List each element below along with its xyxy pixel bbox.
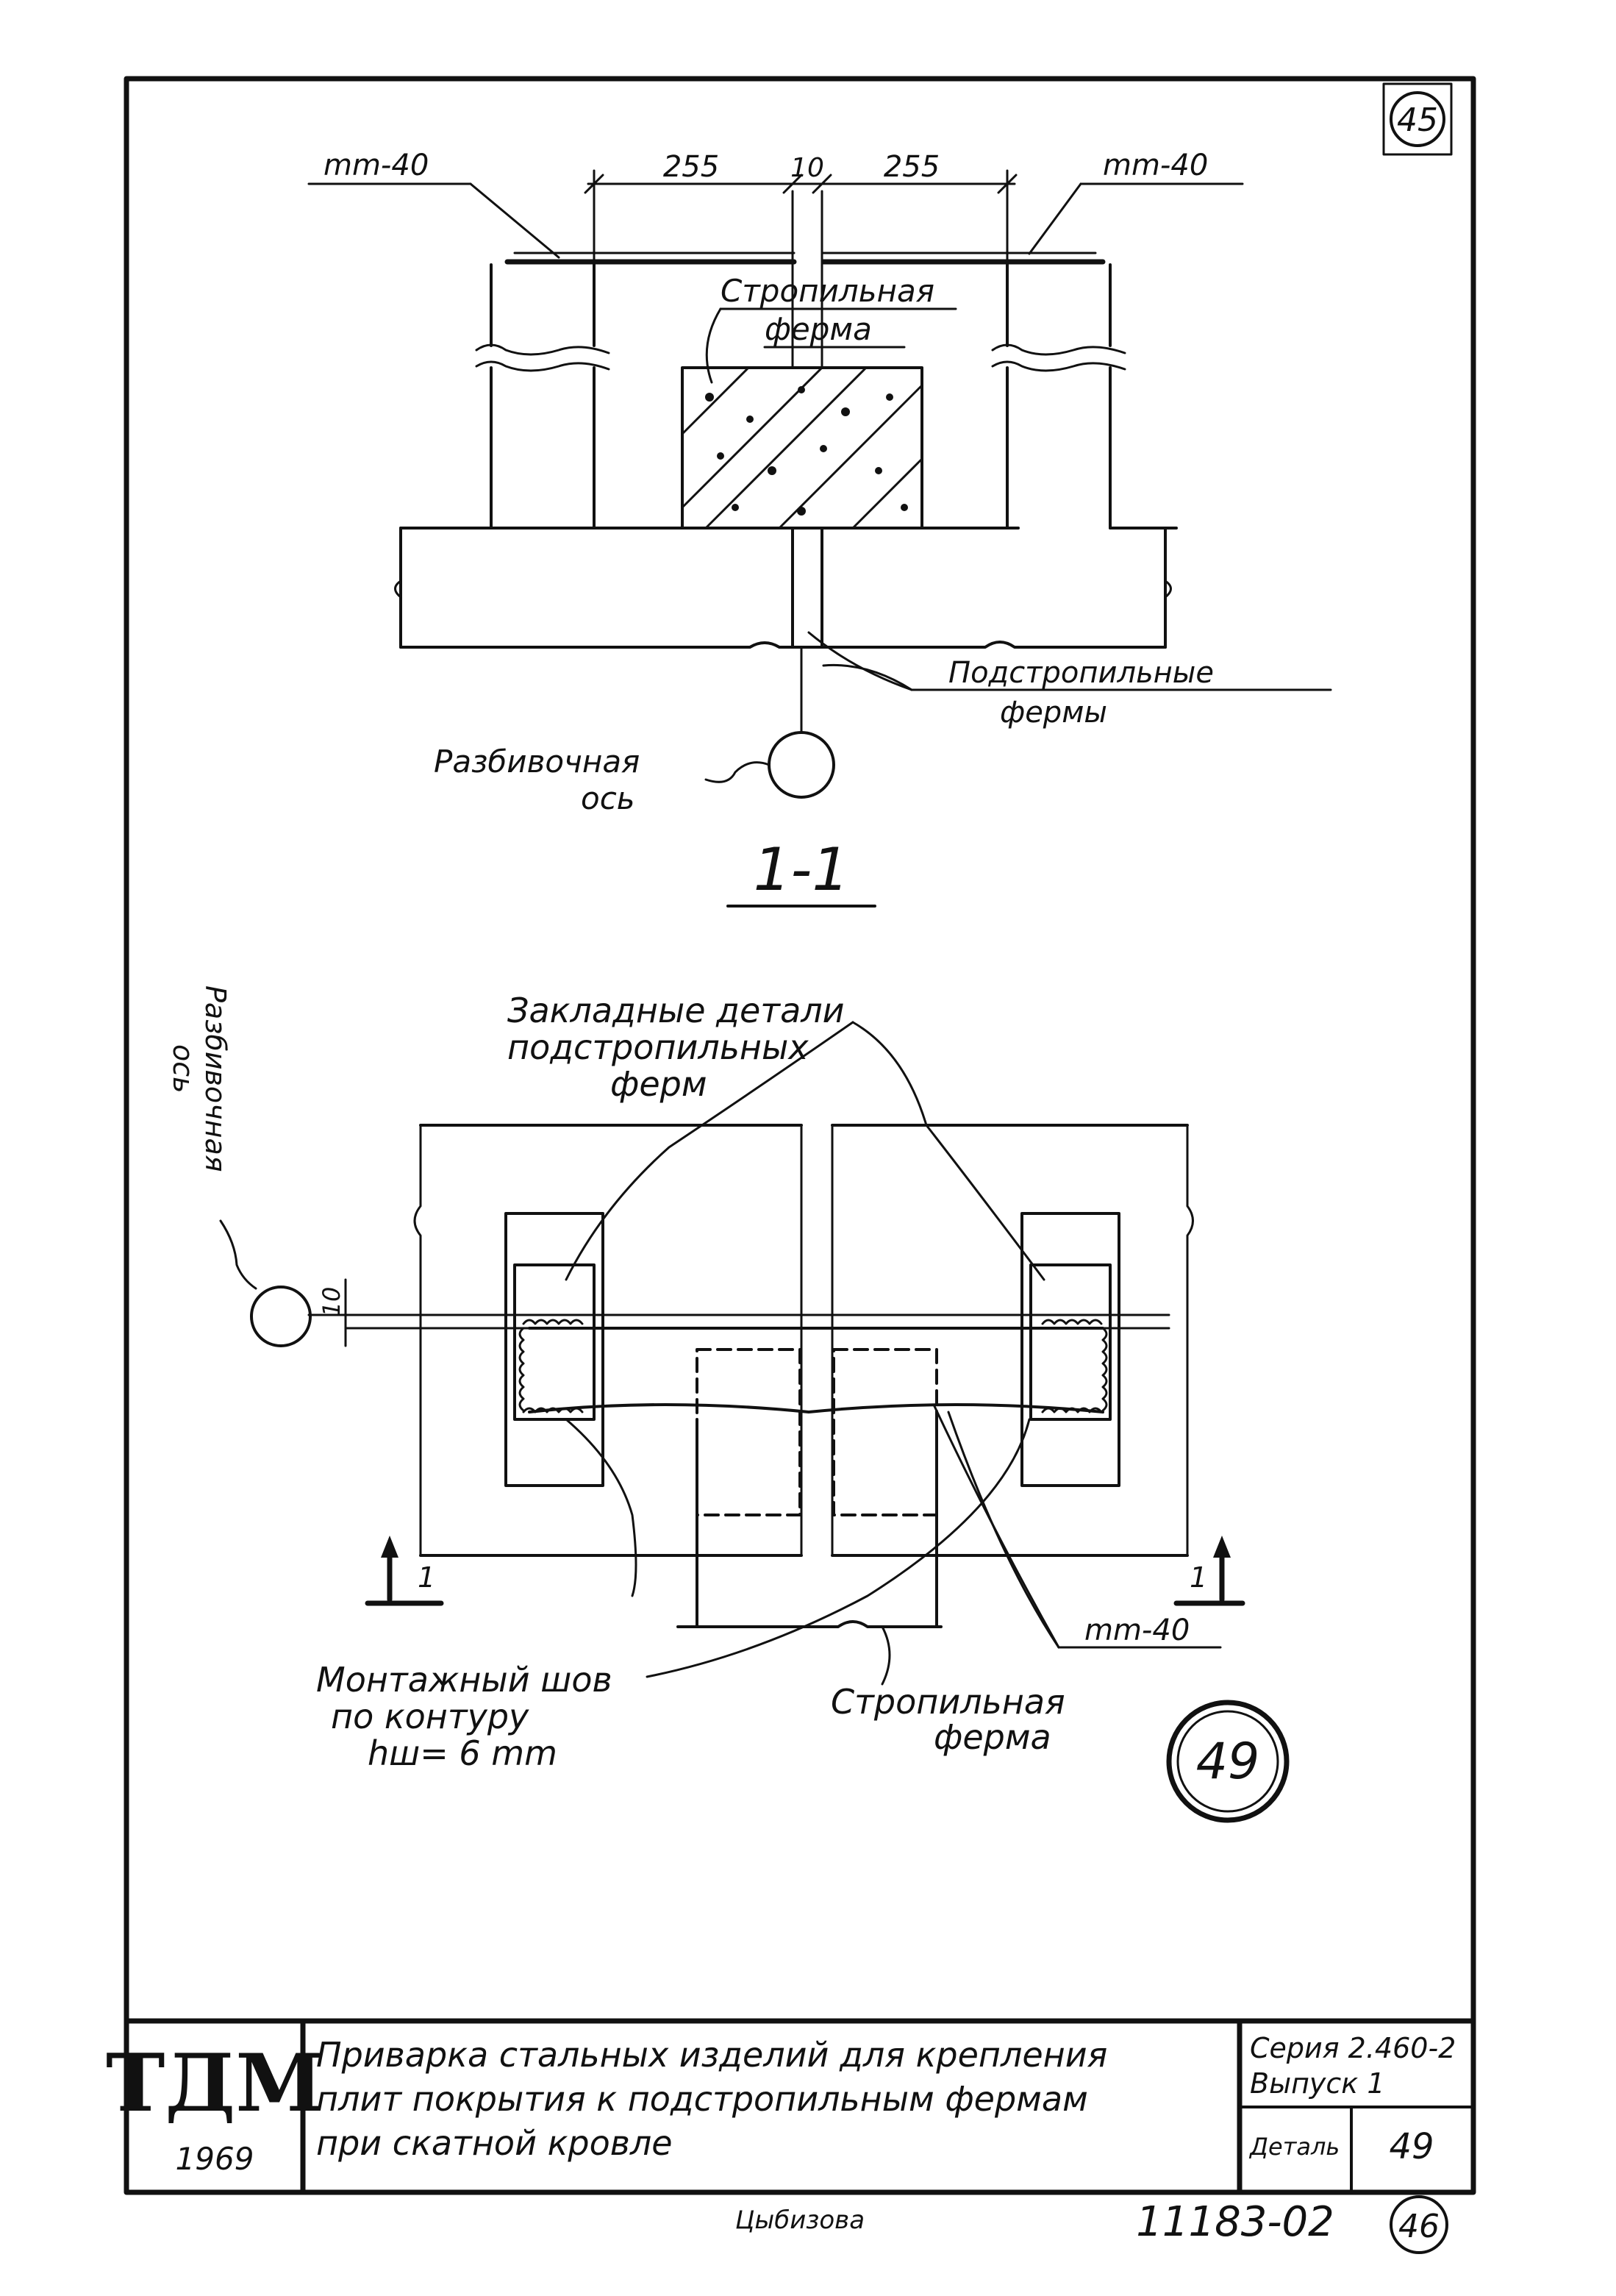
title-line-2: плит покрытия к подстропильным фермам — [316, 2079, 1088, 2119]
section-axis-label-1: Разбивочная — [434, 744, 640, 780]
sheet-number-circle-bottom — [1390, 2195, 1448, 2254]
plan-dim-offset: 10 — [318, 1287, 346, 1317]
label-mm40-left: mm-40 — [323, 149, 429, 182]
plan-view: 10 1 1 Закладные детали подстропильных ф… — [167, 985, 1290, 1823]
embedded-label-2: подстропильных — [507, 1027, 809, 1067]
plan-axis-label-2: ось — [167, 1044, 199, 1094]
detail-number-circle — [1166, 1700, 1290, 1823]
weld-bead — [518, 1319, 1108, 1413]
title-series: Серия 2.460-2 — [1250, 2032, 1456, 2064]
plan-truss-label-1: Стропильная — [831, 1682, 1065, 1722]
label-mm40-right: mm-40 — [1103, 149, 1208, 182]
plan-axis-label-1: Разбивочная — [199, 985, 232, 1172]
embedded-plate-right — [1020, 1212, 1120, 1487]
section-mark-right: 1 — [1190, 1561, 1207, 1594]
rafter-truss-section — [681, 366, 923, 530]
section-subtruss-label-1: Подстропильные — [948, 656, 1214, 690]
embedded-label-1: Закладные детали — [507, 991, 845, 1030]
section-title: 1-1 — [754, 835, 850, 904]
weld-label-3: hш= 6 mm — [368, 1733, 557, 1773]
title-detail-label: Деталь — [1248, 2133, 1340, 2161]
section-subtruss-label-2: фермы — [1000, 696, 1107, 730]
rafter-truss-plan — [528, 1327, 1104, 1413]
document-code: 11183-02 — [1136, 2198, 1334, 2246]
weld-label-2: по контуру — [331, 1697, 529, 1736]
plan-truss-label-2: ферма — [934, 1717, 1051, 1757]
section-mark-arrow-left — [381, 1536, 398, 1558]
weld-label-1: Монтажный шов — [316, 1660, 612, 1700]
title-detail-value: 49 — [1389, 2126, 1434, 2167]
plan-axis-bubble — [250, 1286, 312, 1347]
sheet-number-box-top — [1382, 82, 1453, 156]
title-line-3: при скатной кровле — [316, 2123, 673, 2163]
dim-left: 255 — [663, 150, 719, 184]
subtruss-bottom-line — [399, 641, 1167, 649]
plan-mm40-label: mm-40 — [1084, 1614, 1190, 1647]
section-mark-arrow-right — [1213, 1536, 1231, 1558]
title-line-1: Приварка стальных изделий для крепления — [316, 2035, 1107, 2075]
section-axis-bubble — [768, 731, 835, 799]
section-mark-left: 1 — [418, 1561, 435, 1594]
sheet-number-top: 45 — [1397, 101, 1438, 139]
title-block: ТДМ 1969 Приварка стальных изделий для к… — [106, 2018, 1476, 2195]
detail-number: 49 — [1196, 1733, 1260, 1791]
section-view: 255 10 255 mm-40 mm-40 Стропильная ферма… — [307, 149, 1332, 908]
section-truss-label-2: ферма — [765, 311, 872, 347]
title-issue: Выпуск 1 — [1250, 2067, 1385, 2100]
section-truss-label-1: Стропильная — [721, 273, 934, 309]
sheet-frame — [124, 76, 1476, 2195]
signature: Цыбизова — [735, 2206, 865, 2235]
embedded-plate-left — [504, 1212, 604, 1487]
title-logo: ТДМ — [106, 2037, 323, 2130]
dim-right: 255 — [884, 150, 940, 184]
sheet-number-circle-top — [1390, 91, 1445, 147]
section-axis-label-2: ось — [581, 780, 635, 816]
dim-center: 10 — [790, 153, 824, 183]
embedded-label-3: ферм — [610, 1064, 707, 1104]
sheet-number-bottom: 46 — [1398, 2208, 1440, 2245]
title-year: 1969 — [176, 2141, 254, 2177]
